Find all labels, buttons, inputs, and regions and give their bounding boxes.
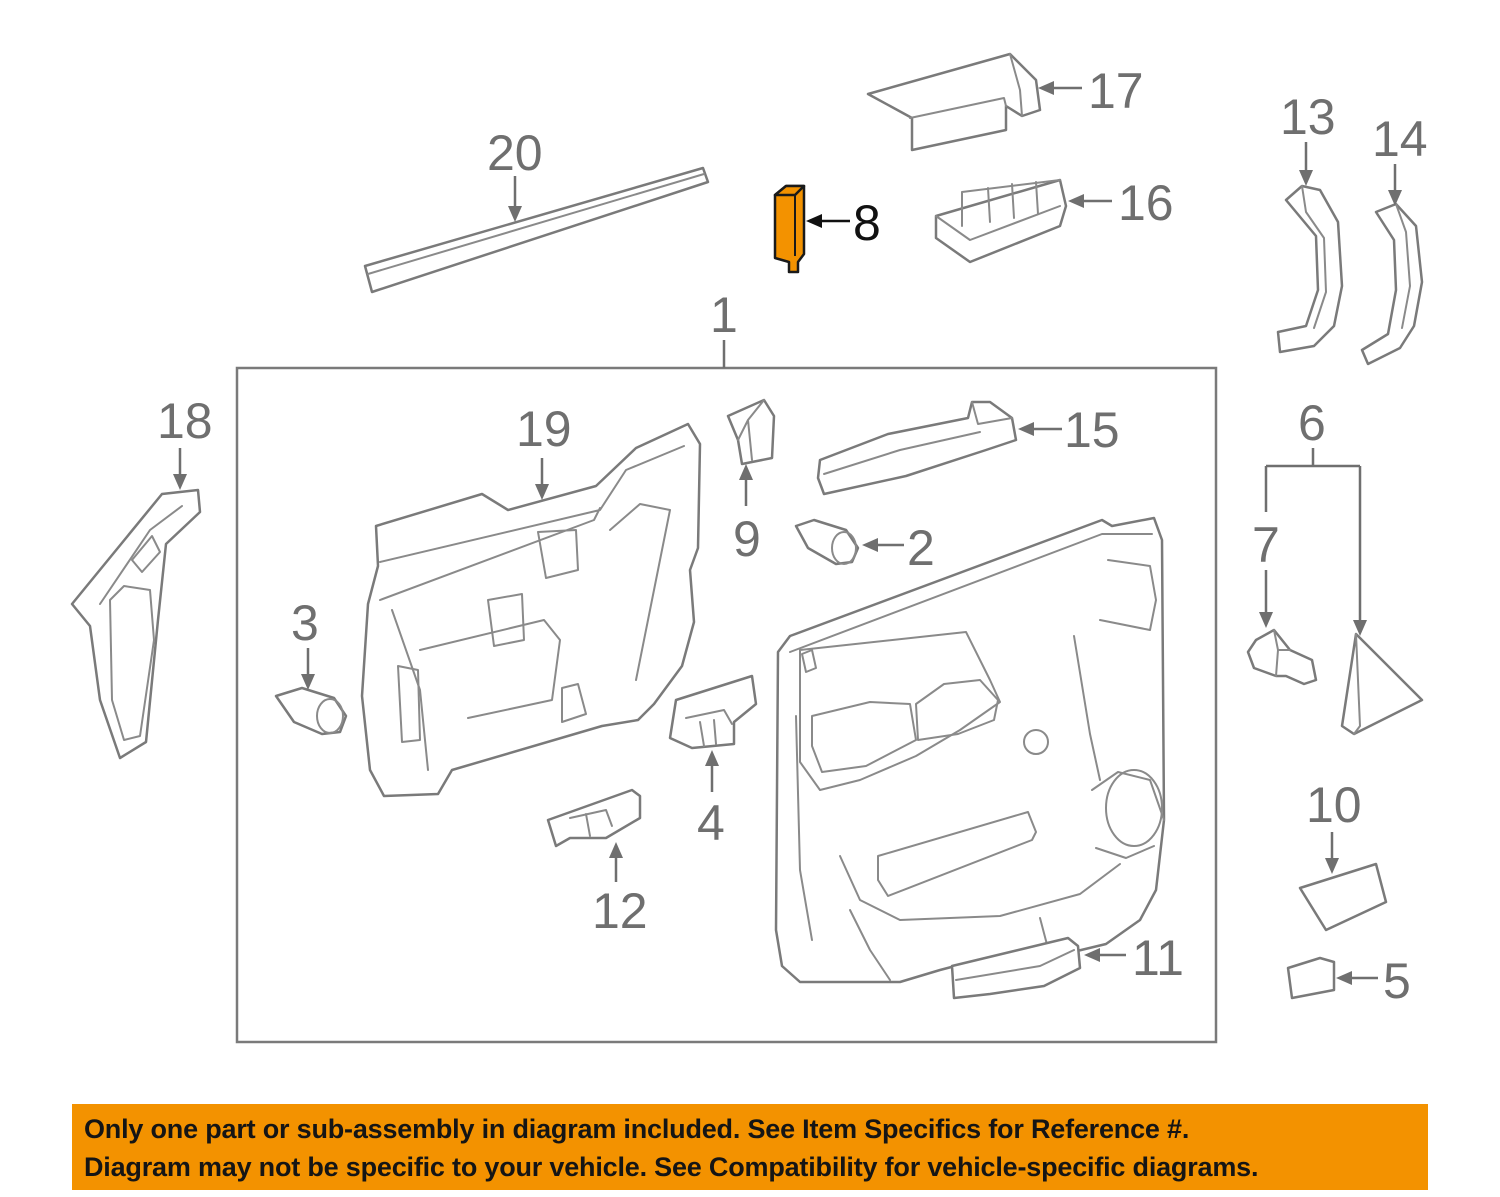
part-14-handle <box>1360 202 1424 366</box>
arrow-11 <box>1084 948 1100 962</box>
callout-2: 2 <box>907 520 935 576</box>
bracket-6 <box>1266 448 1360 468</box>
arrow-18 <box>173 474 187 490</box>
arrow-9 <box>739 464 753 480</box>
callout-20: 20 <box>487 125 543 181</box>
part-10-cover <box>1298 862 1388 932</box>
part-17-trim <box>866 52 1042 152</box>
arrow-6 <box>1353 620 1367 636</box>
callout-13: 13 <box>1280 89 1336 145</box>
part-2-socket <box>794 518 860 566</box>
arrow-7 <box>1259 612 1273 628</box>
part-15-armrest <box>816 400 1018 496</box>
arrow-2 <box>862 538 878 552</box>
callout-16: 16 <box>1118 175 1174 231</box>
disclaimer-line-2: Diagram may not be specific to your vehi… <box>84 1152 1259 1182</box>
part-12-bezel <box>546 788 642 848</box>
part-11-pull-cup <box>950 936 1082 1000</box>
callout-1: 1 <box>710 287 738 343</box>
part-6-corner-trim <box>1340 632 1424 736</box>
callout-12: 12 <box>592 883 648 939</box>
part-3-socket <box>274 686 348 736</box>
callout-10: 10 <box>1306 777 1362 833</box>
part-4-bezel <box>668 674 758 750</box>
callout-7: 7 <box>1252 517 1280 573</box>
part-20-molding <box>363 166 710 294</box>
part-5-cap <box>1286 956 1336 1000</box>
arrow-15 <box>1018 422 1034 436</box>
arrow-3 <box>301 674 315 690</box>
part-9-bezel <box>726 398 776 466</box>
callout-19: 19 <box>516 401 572 457</box>
part-8-clip <box>773 184 806 274</box>
part-16-switch <box>934 178 1068 264</box>
arrow-16 <box>1068 194 1084 208</box>
arrow-8 <box>806 214 822 228</box>
arrow-10 <box>1325 858 1339 874</box>
arrow-4 <box>705 750 719 766</box>
assembly-frame <box>235 366 1218 1044</box>
part-18-trim <box>70 488 202 760</box>
part-19-deflector <box>360 422 702 798</box>
callout-17: 17 <box>1088 63 1144 119</box>
callout-14: 14 <box>1372 111 1428 167</box>
arrow-14 <box>1388 190 1402 206</box>
disclaimer-banner: Only one part or sub-assembly in diagram… <box>72 1104 1428 1190</box>
callout-18: 18 <box>157 393 213 449</box>
arrow-20 <box>508 206 522 222</box>
callout-9: 9 <box>733 511 761 567</box>
callout-11: 11 <box>1132 930 1184 986</box>
callout-15: 15 <box>1064 402 1120 458</box>
arrow-12 <box>609 842 623 858</box>
callout-4: 4 <box>697 795 725 851</box>
arrow-13 <box>1299 170 1313 186</box>
door-trim-panel <box>774 516 1166 984</box>
arrow-5 <box>1336 971 1352 985</box>
callout-8: 8 <box>853 195 881 251</box>
callout-3: 3 <box>291 595 319 651</box>
arrow-19 <box>535 484 549 500</box>
part-7-switch <box>1246 628 1318 686</box>
arrow-17 <box>1038 81 1054 95</box>
callout-6: 6 <box>1298 395 1326 451</box>
part-13-handle <box>1276 184 1344 354</box>
callout-5: 5 <box>1383 953 1411 1009</box>
disclaimer-line-1: Only one part or sub-assembly in diagram… <box>84 1114 1190 1144</box>
